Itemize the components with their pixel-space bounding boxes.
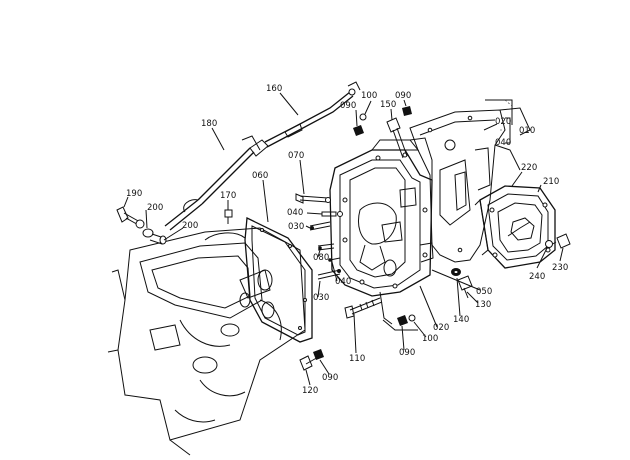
- label-020: 020: [433, 323, 449, 333]
- washer-100-top: [359, 113, 367, 121]
- gasket-060: [244, 217, 313, 343]
- label-220: 220: [521, 163, 537, 173]
- label-170: 170: [220, 191, 236, 201]
- label-060: 060: [252, 171, 268, 181]
- label-240: 240: [529, 272, 545, 282]
- label-070: 070: [288, 151, 304, 161]
- pin-080: [317, 243, 341, 262]
- label-190: 190: [126, 189, 142, 199]
- label-010: 010: [519, 126, 535, 136]
- label-020: 020: [495, 117, 511, 127]
- leader-lines: [123, 92, 564, 386]
- label-200: 200: [147, 203, 163, 213]
- bolt-110: [344, 297, 383, 319]
- label-030: 030: [313, 293, 329, 303]
- label-130: 130: [475, 300, 491, 310]
- stud-070: [295, 193, 331, 204]
- nut-090-top: [353, 125, 364, 136]
- shift-rod-160: [264, 81, 361, 148]
- label-180: 180: [201, 119, 217, 129]
- label-110: 110: [349, 354, 365, 364]
- label-080: 080: [313, 253, 329, 263]
- label-140: 140: [453, 315, 469, 325]
- label-120: 120: [302, 386, 318, 396]
- label-150: 150: [380, 100, 396, 110]
- label-230: 230: [552, 263, 568, 273]
- rear-housing-010: [409, 99, 531, 263]
- stud-030: [309, 221, 331, 231]
- washer-240: [545, 240, 553, 248]
- label-160: 160: [266, 84, 282, 94]
- middle-housing-020: [329, 137, 434, 325]
- label-200: 200: [182, 221, 198, 231]
- cover-210: [474, 185, 556, 269]
- nut-090-bottom: [397, 315, 408, 326]
- label-050: 050: [476, 287, 492, 297]
- transmission-case: [107, 227, 306, 456]
- label-090: 090: [322, 373, 338, 383]
- bracket-010: [500, 117, 511, 144]
- label-210: 210: [543, 177, 559, 187]
- nut-090-lower: [313, 349, 324, 360]
- plug-170: [224, 209, 233, 224]
- pin-040: [321, 211, 343, 217]
- label-040: 040: [495, 138, 511, 148]
- label-030: 030: [288, 222, 304, 232]
- label-040: 040: [287, 208, 303, 218]
- nut-090-right: [402, 106, 412, 116]
- washer-200: [142, 228, 167, 245]
- label-090: 090: [399, 348, 415, 358]
- washer-100-bottom: [408, 314, 416, 322]
- label-100: 100: [361, 91, 377, 101]
- bolt-150: [386, 117, 408, 159]
- label-100: 100: [422, 334, 438, 344]
- washer-140: [451, 268, 461, 276]
- label-090: 090: [340, 101, 356, 111]
- shift-rod-180: [164, 135, 269, 231]
- stud-030-lower: [317, 269, 341, 280]
- label-090: 090: [395, 91, 411, 101]
- part-labels: 160 180 100 150 090 090 020 010 040 070 …: [126, 84, 568, 396]
- plug-130: [457, 275, 473, 299]
- bolt-190: [116, 206, 145, 229]
- label-040: 040: [335, 277, 351, 287]
